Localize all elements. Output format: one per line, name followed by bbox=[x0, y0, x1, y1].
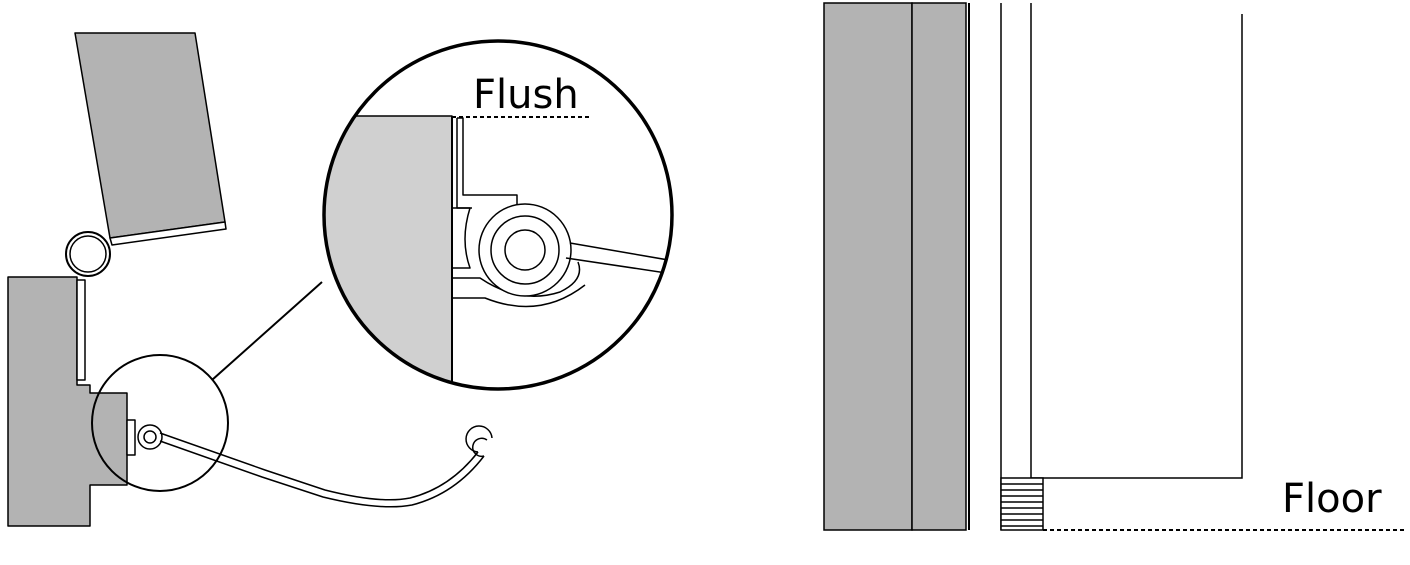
lid-panel bbox=[74, 32, 226, 239]
zoom-connector bbox=[211, 281, 323, 381]
hinge-section bbox=[7, 32, 674, 527]
swing-arm bbox=[159, 432, 479, 501]
hinge-roller-inner bbox=[69, 235, 107, 273]
floor-label: Floor bbox=[1282, 476, 1382, 522]
detail-circle-small bbox=[91, 354, 229, 492]
lid-edge-strip bbox=[109, 221, 227, 246]
hinge-knuckle-inner bbox=[143, 430, 157, 444]
wall-panel-2 bbox=[911, 2, 967, 531]
wall-panel-1 bbox=[823, 2, 913, 531]
arm-hook-inner bbox=[471, 437, 488, 458]
flush-label: Flush bbox=[473, 72, 579, 118]
arm-hook bbox=[465, 425, 493, 453]
side-plate bbox=[76, 279, 86, 381]
shim-stack bbox=[1000, 477, 1044, 531]
cabinet-body bbox=[7, 276, 128, 527]
hinge-mount bbox=[126, 419, 136, 456]
elevation-view bbox=[823, 2, 1405, 531]
swing-arm-inner bbox=[159, 440, 485, 508]
cabinet-outline bbox=[1031, 14, 1243, 479]
hinge-roller-outer bbox=[65, 231, 111, 277]
detail-circle-large bbox=[322, 39, 674, 391]
